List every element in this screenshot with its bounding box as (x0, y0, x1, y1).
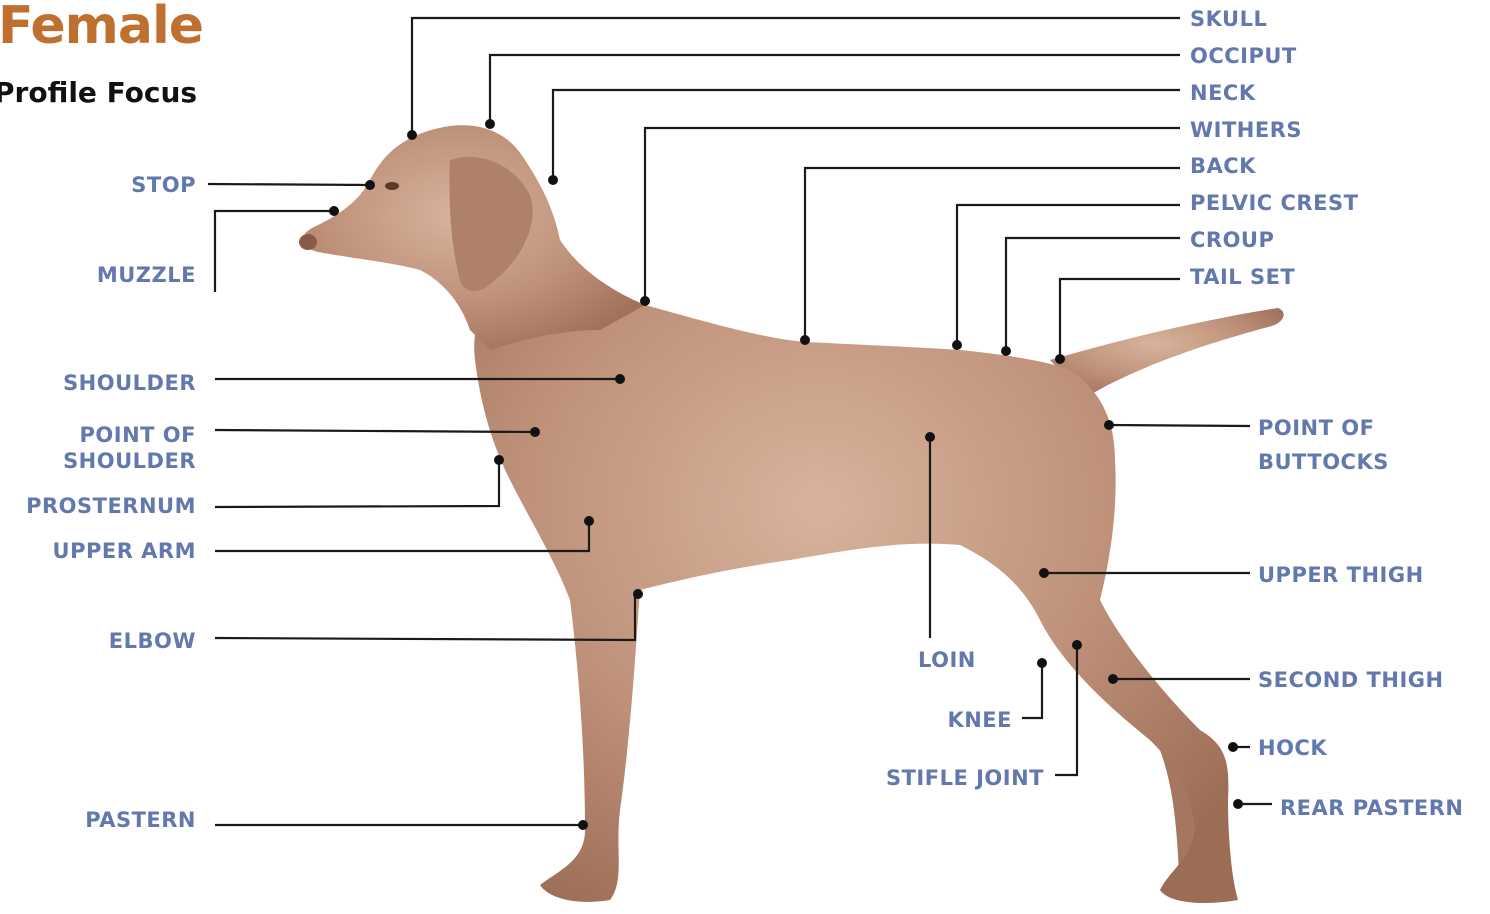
leader-prosternum (215, 460, 499, 507)
label-withers: WITHERS (1190, 118, 1302, 142)
label-neck: NECK (1190, 81, 1256, 105)
label-upper-arm: UPPER ARM (53, 539, 196, 563)
dot-loin (925, 432, 935, 442)
label-occiput: OCCIPUT (1190, 44, 1297, 68)
dot-hock (1228, 742, 1238, 752)
dot-second-thigh (1108, 674, 1118, 684)
dot-muzzle (329, 206, 339, 216)
label-knee: KNEE (947, 708, 1012, 732)
dot-pastern (578, 820, 588, 830)
dot-occiput (485, 119, 495, 129)
dot-upper-thigh (1039, 568, 1049, 578)
label-point-of-shoulder-line1: POINT OF (80, 423, 196, 447)
dot-stifle-joint (1072, 640, 1082, 650)
label-upper-thigh: UPPER THIGH (1258, 563, 1424, 587)
dot-croup (1001, 346, 1011, 356)
label-second-thigh: SECOND THIGH (1258, 668, 1444, 692)
label-croup: CROUP (1190, 228, 1274, 252)
label-point-of-buttocks-line2: BUTTOCKS (1258, 450, 1389, 474)
dot-rear-pastern (1233, 799, 1243, 809)
dot-withers (640, 296, 650, 306)
label-point-of-buttocks-line1: POINT OF (1258, 416, 1374, 440)
leader-knee (1022, 663, 1042, 718)
dot-back (800, 335, 810, 345)
label-tail-set: TAIL SET (1190, 265, 1295, 289)
label-shoulder: SHOULDER (63, 371, 196, 395)
dot-point-of-buttocks (1104, 420, 1114, 430)
dog-illustration (299, 125, 1284, 903)
leader-point-of-buttocks (1109, 425, 1250, 426)
dot-stop (365, 180, 375, 190)
dog-nose (299, 234, 317, 250)
label-stop: STOP (131, 173, 196, 197)
dog-eye (385, 182, 399, 190)
dot-skull (407, 130, 417, 140)
dot-tail-set (1055, 354, 1065, 364)
label-elbow: ELBOW (109, 629, 196, 653)
label-prosternum: PROSTERNUM (26, 494, 196, 518)
label-hock: HOCK (1258, 736, 1327, 760)
dot-neck (548, 175, 558, 185)
label-point-of-shoulder-line2: SHOULDER (63, 449, 196, 473)
dot-knee (1037, 658, 1047, 668)
dot-elbow (633, 589, 643, 599)
label-skull: SKULL (1190, 7, 1267, 31)
label-muzzle: MUZZLE (97, 263, 196, 287)
leader-pelvic-crest (957, 205, 1180, 345)
leader-point-of-shoulder (215, 430, 535, 432)
label-pelvic-crest: PELVIC CREST (1190, 191, 1359, 215)
label-pastern: PASTERN (85, 808, 196, 832)
label-loin: LOIN (918, 648, 976, 672)
leader-upper-arm (215, 521, 589, 551)
leader-back (805, 168, 1180, 340)
dot-upper-arm (584, 516, 594, 526)
leader-stop (208, 184, 370, 185)
leader-withers (645, 128, 1180, 301)
dot-pelvic-crest (952, 340, 962, 350)
label-rear-pastern: REAR PASTERN (1280, 796, 1464, 820)
leader-skull (412, 18, 1180, 135)
leader-neck (553, 90, 1180, 180)
label-stifle-joint: STIFLE JOINT (886, 766, 1044, 790)
label-back: BACK (1190, 154, 1256, 178)
dot-point-of-shoulder (530, 427, 540, 437)
dot-prosternum (494, 455, 504, 465)
dot-shoulder (615, 374, 625, 384)
dog-body (474, 240, 1238, 903)
